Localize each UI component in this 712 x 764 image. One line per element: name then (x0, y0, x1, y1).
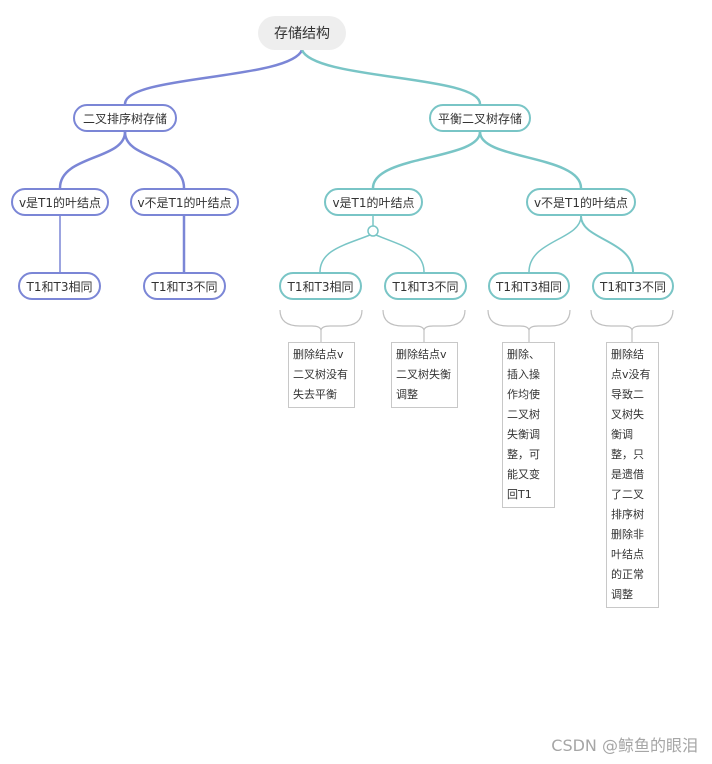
edge-root-left (123, 49, 304, 105)
node-left-nonleaf[interactable]: v不是T1的叶结点 (130, 188, 239, 216)
csdn-watermark: CSDN @鲸鱼的眼泪 (551, 736, 698, 755)
brace-4 (590, 309, 674, 331)
note-nonleaf-diff: 删除结点v没有导致二叉树失衡调整，只是遗借了二叉排序树删除非叶结点的正常调整 (606, 342, 659, 608)
node-right-nonleaf-same[interactable]: T1和T3相同 (488, 272, 570, 300)
edge-right-nonleaf (478, 131, 583, 189)
brace-3 (487, 309, 571, 331)
node-bst-storage[interactable]: 二叉排序树存储 (73, 104, 177, 132)
root-node[interactable]: 存储结构 (258, 16, 346, 50)
node-right-leaf-diff[interactable]: T1和T3不同 (384, 272, 467, 300)
edge-left-leaf (58, 131, 127, 189)
edge-right-leaf-same (319, 234, 371, 273)
edge-left-nonleaf (123, 131, 186, 189)
node-right-nonleaf-diff[interactable]: T1和T3不同 (592, 272, 674, 300)
edge-right-nonleaf-diff (580, 215, 634, 273)
node-right-leaf[interactable]: v是T1的叶结点 (324, 188, 423, 216)
edge-root-right (300, 49, 482, 105)
node-avl-storage[interactable]: 平衡二叉树存储 (429, 104, 531, 132)
note-nonleaf-same: 删除、插入操作均使二叉树失衡调整，可能又变回T1 (502, 342, 555, 508)
edge-right-leaf-diff (375, 234, 425, 273)
node-left-leaf[interactable]: v是T1的叶结点 (11, 188, 109, 216)
brace-1 (279, 309, 363, 331)
note-leaf-same: 删除结点v二叉树没有失去平衡 (288, 342, 355, 408)
brace-2 (382, 309, 466, 331)
node-left-nonleaf-diff[interactable]: T1和T3不同 (143, 272, 226, 300)
edge-right-nonleaf-same (528, 215, 582, 273)
note-leaf-diff: 删除结点v二叉树失衡调整 (391, 342, 458, 408)
node-left-leaf-same[interactable]: T1和T3相同 (18, 272, 101, 300)
node-right-nonleaf[interactable]: v不是T1的叶结点 (526, 188, 636, 216)
node-right-leaf-same[interactable]: T1和T3相同 (279, 272, 362, 300)
collapse-toggle (367, 225, 379, 237)
edge-right-leaf (371, 131, 482, 189)
